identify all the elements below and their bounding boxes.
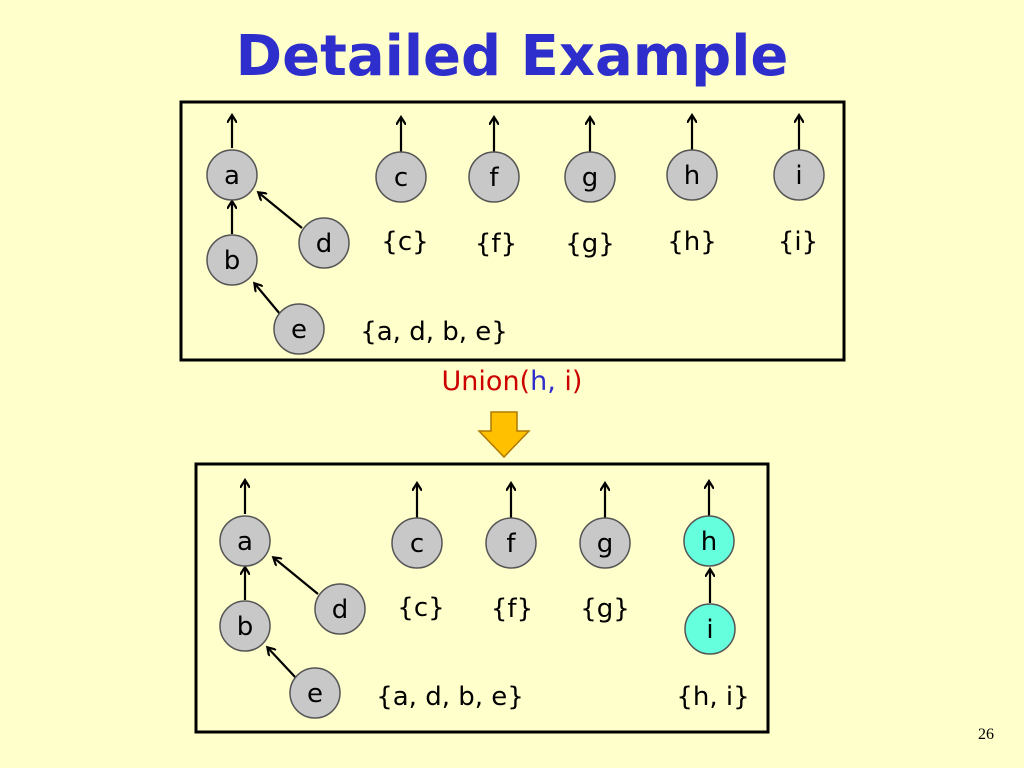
op-sep: , [547, 366, 565, 397]
svg-text:i: i [795, 161, 802, 191]
before-tree-edges [232, 193, 303, 315]
before-set-g: {g} [565, 229, 615, 259]
after-node-d: d [314, 583, 366, 635]
before-node-g: g [564, 151, 616, 203]
after-set-hi: {h, i} [676, 682, 749, 712]
svg-text:h: h [684, 161, 700, 191]
svg-text:b: b [224, 246, 241, 276]
svg-text:c: c [394, 163, 408, 193]
svg-text:a: a [224, 161, 240, 191]
after-node-b: b [219, 600, 271, 652]
union-operation-label: Union(h, i) [0, 366, 1024, 397]
before-panel [179, 100, 846, 362]
after-node-f: f [485, 517, 537, 569]
before-node-c: c [375, 151, 427, 203]
after-set-f: {f} [491, 594, 533, 624]
after-node-c: c [391, 517, 443, 569]
op-name: Union( [441, 366, 531, 397]
after-node-i: i [684, 603, 736, 655]
before-set-i: {i} [778, 227, 818, 257]
slide-title: Detailed Example [235, 24, 789, 89]
before-set-abde: {a, d, b, e} [360, 317, 508, 347]
svg-text:b: b [237, 612, 254, 642]
after-root-arrows [245, 481, 709, 518]
before-set-h: {h} [667, 227, 717, 257]
after-set-c: {c} [397, 593, 444, 623]
before-node-d: d [298, 217, 350, 269]
before-set-f: {f} [475, 229, 517, 259]
before-node-i: i [773, 149, 825, 201]
op-arg-1: h [530, 366, 548, 397]
after-panel [194, 462, 770, 734]
svg-text:g: g [597, 529, 614, 559]
svg-text:e: e [291, 315, 307, 345]
before-set-c: {c} [381, 227, 428, 257]
after-set-g: {g} [580, 594, 630, 624]
before-root-arrows [232, 116, 799, 152]
before-node-h: h [666, 149, 718, 201]
after-node-g: g [579, 517, 631, 569]
svg-text:a: a [237, 527, 253, 557]
after-node-h: h [683, 515, 735, 567]
svg-text:e: e [307, 679, 323, 709]
after-node-a: a [219, 515, 271, 567]
svg-text:i: i [706, 615, 713, 645]
page-number: 26 [978, 726, 994, 743]
svg-text:d: d [332, 595, 349, 625]
before-node-f: f [468, 151, 520, 203]
svg-text:f: f [506, 529, 516, 559]
svg-text:f: f [489, 163, 499, 193]
after-set-abde: {a, d, b, e} [376, 682, 524, 712]
op-arg-2: i [564, 366, 572, 397]
svg-text:g: g [582, 163, 599, 193]
after-node-e: e [289, 667, 341, 719]
before-node-a: a [206, 149, 258, 201]
svg-text:d: d [316, 229, 333, 259]
op-close: ) [571, 366, 583, 397]
before-node-e: e [273, 303, 325, 355]
before-node-b: b [206, 234, 258, 286]
svg-text:c: c [410, 529, 424, 559]
svg-text:h: h [701, 527, 717, 557]
after-tree-edges [245, 558, 710, 679]
transition-arrow [477, 411, 531, 459]
